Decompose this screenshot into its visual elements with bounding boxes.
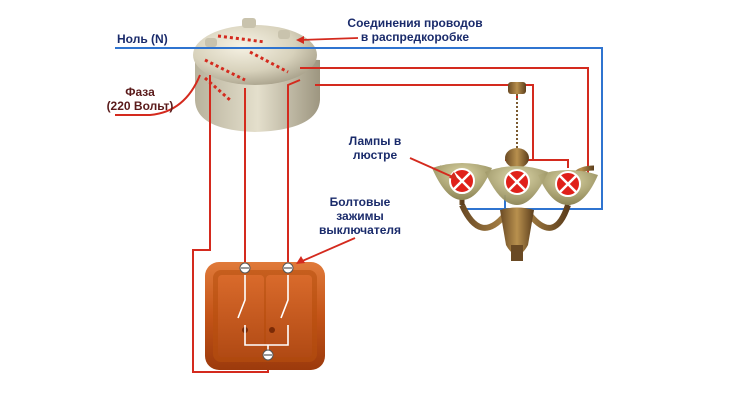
clamps-label: Болтовые зажимы выключателя [305,195,415,237]
clamps-label-line1: Болтовые [329,195,391,209]
clamps-callout-arrow [299,237,356,263]
phase-label-line1: Фаза [125,85,155,99]
junction-label-line2: в распредкоробке [360,30,470,44]
phase-label: Фаза (220 Вольт) [95,85,185,113]
junction-label-line1: Соединения проводов [347,16,483,30]
callout-arrows [299,37,456,263]
lamp-cross-icon [555,171,581,197]
junction-box-icon [193,18,320,132]
lamp-cross-icon [504,169,530,195]
lamps-callout-arrow [409,157,456,179]
clamps-label-line3: выключателя [318,223,401,237]
wire-twist-icon [204,34,289,102]
bolt-terminal-icon [282,262,294,274]
lamps-label: Лампы в люстре [335,134,415,162]
neutral-label: Ноль (N) [117,32,168,46]
phase-label-line2: (220 Вольт) [106,99,174,113]
lamp-cross-icon [449,168,475,194]
lamps-label-line2: люстре [352,148,398,162]
clamps-label-line2: зажимы [336,209,384,223]
bolt-terminal-icon [239,262,251,274]
junction-label: Соединения проводов в распредкоробке [340,16,490,44]
lamps-label-line1: Лампы в [348,134,402,148]
junction-callout-arrow [299,37,359,41]
double-switch-icon [205,262,325,370]
arrow-heads [296,36,458,264]
bolt-terminal-icon [262,349,274,361]
